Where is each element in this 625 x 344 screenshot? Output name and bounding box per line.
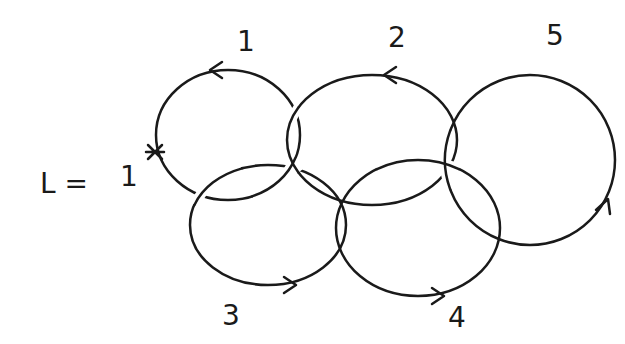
- orientation-arrow: [596, 199, 610, 214]
- orientation-arrow: [384, 67, 396, 83]
- orientation-arrow: [284, 277, 296, 293]
- link-component: [190, 165, 346, 285]
- crossing-gap: [445, 131, 450, 189]
- component-number: 1: [237, 28, 255, 56]
- basepoint-number: 1: [120, 163, 138, 191]
- link-component: [287, 75, 457, 205]
- orientation-arrow: [210, 62, 222, 78]
- crossing-gap: [253, 157, 296, 196]
- over-strand: [253, 157, 296, 196]
- orientation-arrow: [432, 288, 444, 304]
- component-number: 4: [448, 304, 466, 332]
- component-number: 3: [222, 302, 240, 330]
- crossing-gap: [195, 169, 242, 205]
- link-component: [156, 70, 300, 200]
- link-component: [336, 160, 500, 296]
- over-strand: [445, 131, 450, 189]
- over-strand: [377, 160, 459, 169]
- component-number: 5: [546, 22, 564, 50]
- component-number: 2: [388, 24, 406, 52]
- basepoint-mark: [146, 145, 164, 159]
- link-name: L =: [40, 170, 88, 198]
- over-strand: [195, 169, 242, 205]
- link-component: [445, 75, 615, 245]
